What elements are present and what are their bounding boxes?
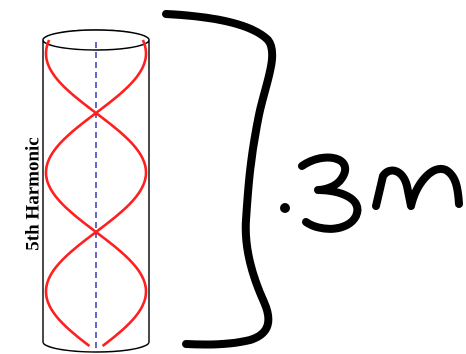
length-bracket <box>162 10 277 349</box>
annotation-three <box>298 153 362 233</box>
wave-envelope-right <box>44 39 148 348</box>
annotation-dot <box>280 203 290 213</box>
length-annotation <box>280 153 463 233</box>
tube-bottom-edge <box>42 341 150 353</box>
standing-wave <box>44 39 148 348</box>
wave-envelope-left <box>44 39 148 348</box>
annotation-m <box>372 165 463 210</box>
tube <box>42 29 150 353</box>
harmonic-label: 5th Harmonic <box>22 137 43 250</box>
